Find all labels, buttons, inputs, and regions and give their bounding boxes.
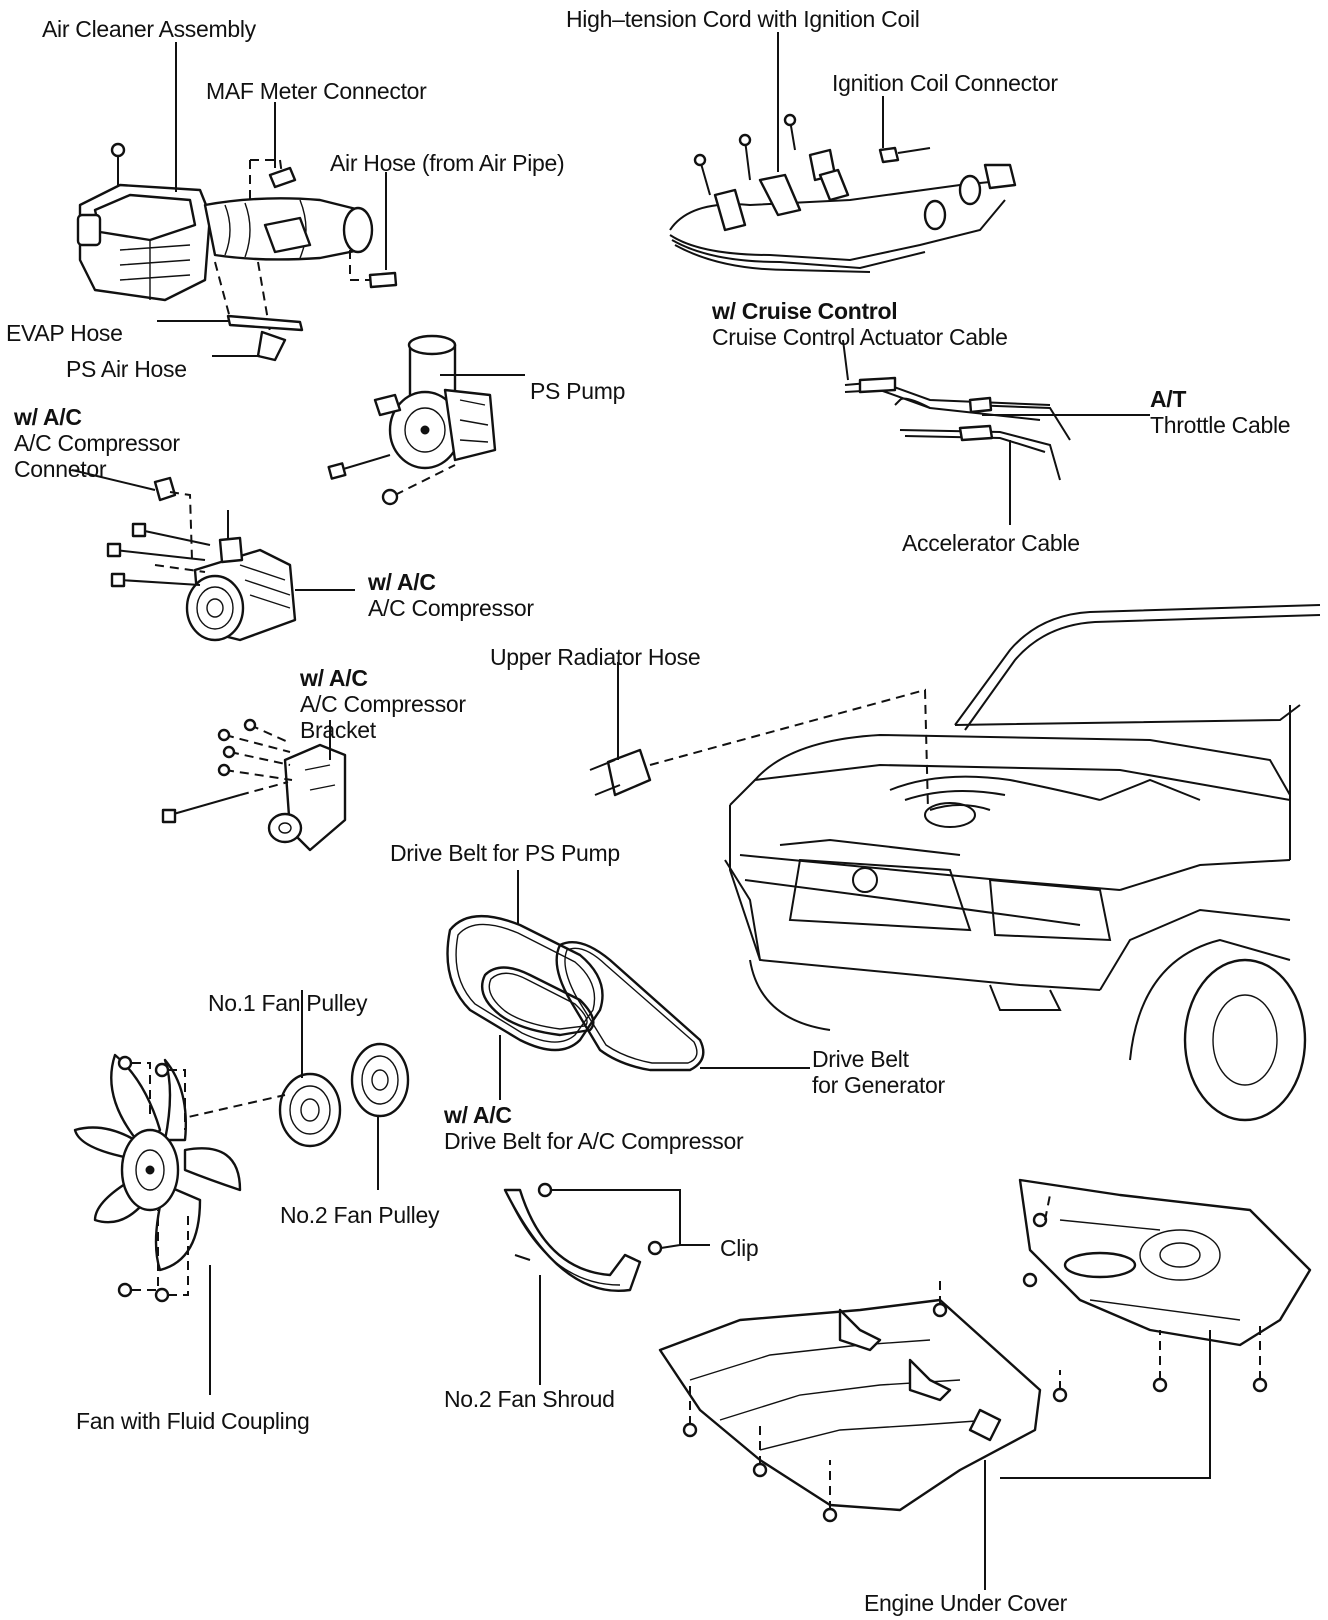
- label-belt-ac-line1: Drive Belt for A/C Compressor: [444, 1128, 744, 1154]
- label-belt-ac-cond: w/ A/C: [444, 1102, 512, 1128]
- label-throttle-line1: Throttle Cable: [1150, 412, 1291, 438]
- drive-belts-drawing: [446, 914, 705, 1072]
- label-cruise-control-cable: w/ Cruise Control Cruise Control Actuato…: [712, 298, 1008, 350]
- label-high-tension-cord: High–tension Cord with Ignition Coil: [566, 6, 920, 32]
- label-throttle-cond: A/T: [1150, 386, 1187, 412]
- label-fan-fluid-coupling: Fan with Fluid Coupling: [76, 1408, 310, 1434]
- label-air-hose: Air Hose (from Air Pipe): [330, 150, 565, 176]
- label-ac-bracket-cond: w/ A/C: [300, 665, 368, 691]
- label-drive-belt-ac: w/ A/C Drive Belt for A/C Compressor: [444, 1102, 744, 1154]
- label-belt-generator-line2: for Generator: [812, 1072, 945, 1098]
- label-ignition-coil-connector: Ignition Coil Connector: [832, 70, 1058, 96]
- label-throttle-cable: A/T Throttle Cable: [1150, 386, 1291, 438]
- label-ps-pump: PS Pump: [530, 378, 626, 404]
- upper-radiator-hose-drawing: [589, 688, 929, 811]
- label-ac-compressor-line1: A/C Compressor: [368, 595, 534, 621]
- label-ac-compressor-cond: w/ A/C: [368, 569, 436, 595]
- label-maf-meter-connector: MAF Meter Connector: [206, 78, 427, 104]
- air-cleaner-assembly-drawing: [76, 142, 398, 302]
- label-ac-compressor: w/ A/C A/C Compressor: [368, 569, 534, 621]
- cables-drawing: [842, 339, 1071, 481]
- label-ac-connector-line1: A/C Compressor: [14, 430, 180, 456]
- label-accelerator-cable: Accelerator Cable: [902, 530, 1080, 556]
- label-cruise-line1: Cruise Control Actuator Cable: [712, 324, 1008, 350]
- fan-shroud-drawing: [503, 1182, 681, 1293]
- label-ac-bracket-line1: A/C Compressor: [300, 691, 466, 717]
- label-drive-belt-ps-pump: Drive Belt for PS Pump: [390, 840, 620, 866]
- label-air-cleaner-assembly: Air Cleaner Assembly: [42, 16, 256, 42]
- ps-pump-drawing: [327, 334, 497, 506]
- label-clip: Clip: [720, 1235, 759, 1261]
- label-ac-connector-cond: w/ A/C: [14, 404, 82, 430]
- engine-under-cover-drawing: [658, 1178, 1312, 1523]
- label-no2-fan-pulley: No.2 Fan Pulley: [280, 1202, 440, 1228]
- label-cruise-cond: w/ Cruise Control: [712, 298, 898, 324]
- label-ac-connector-line2: Connetor: [14, 456, 107, 482]
- label-ac-compressor-connector: w/ A/C A/C Compressor Connetor: [14, 404, 180, 482]
- leader-ac-connector: [71, 469, 156, 491]
- ac-compressor-bracket-drawing: [161, 718, 347, 852]
- label-belt-generator-line1: Drive Belt: [812, 1046, 909, 1072]
- fan-pulleys-drawing: [73, 1042, 410, 1303]
- label-no1-fan-pulley: No.1 Fan Pulley: [208, 990, 368, 1016]
- label-upper-radiator-hose: Upper Radiator Hose: [490, 644, 701, 670]
- label-engine-under-cover: Engine Under Cover: [864, 1590, 1067, 1616]
- ac-compressor-drawing: [106, 510, 297, 642]
- label-ac-bracket-line2: Bracket: [300, 717, 376, 743]
- vehicle-front-drawing: [724, 604, 1321, 1122]
- evap-ps-air-hose-drawing: [214, 261, 304, 362]
- label-ac-compressor-bracket: w/ A/C A/C Compressor Bracket: [300, 665, 466, 743]
- label-no2-fan-shroud: No.2 Fan Shroud: [444, 1386, 615, 1412]
- label-drive-belt-generator: Drive Belt for Generator: [812, 1046, 945, 1098]
- label-ps-air-hose: PS Air Hose: [66, 356, 187, 382]
- high-tension-cords-drawing: [669, 113, 1017, 273]
- label-evap-hose: EVAP Hose: [6, 320, 123, 346]
